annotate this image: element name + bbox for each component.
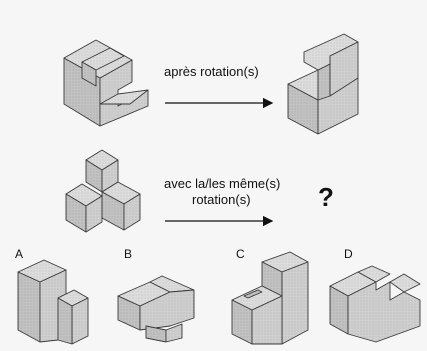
option-b-object[interactable]	[117, 275, 195, 343]
option-label-a: A	[15, 247, 23, 261]
question-object	[65, 149, 141, 233]
option-c-object[interactable]	[231, 251, 309, 345]
question-mark: ?	[318, 182, 334, 212]
option-a-object[interactable]	[17, 259, 89, 345]
example-object-rotated	[287, 33, 359, 135]
option-label-d: D	[344, 247, 353, 261]
option-label-b: B	[124, 247, 132, 261]
option-label-c: C	[236, 247, 245, 261]
question-caption-line1: avec la/les même(s)	[164, 176, 280, 191]
question-caption-line2: rotation(s)	[192, 192, 251, 207]
example-object-original	[63, 39, 149, 127]
example-caption: après rotation(s)	[164, 64, 259, 79]
option-d-object[interactable]	[329, 265, 421, 343]
